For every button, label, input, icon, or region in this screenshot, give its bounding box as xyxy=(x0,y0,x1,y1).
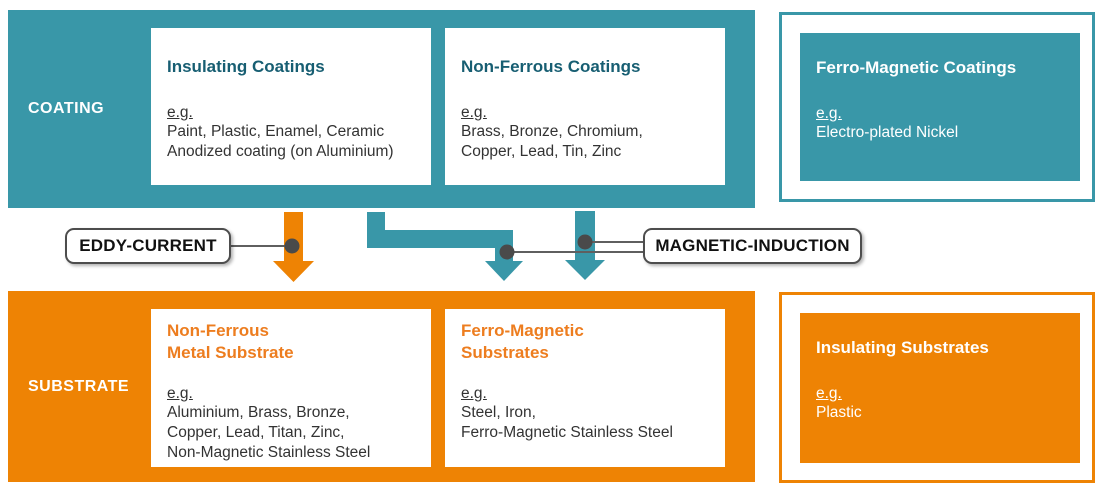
card-items: Paint, Plastic, Enamel, Ceramic Anodized… xyxy=(167,123,394,160)
coating-row-label: COATING xyxy=(28,100,105,117)
magnetic-induction-label: MAGNETIC-INDUCTION xyxy=(643,228,862,264)
magnetic-induction-straight-arrow-icon xyxy=(565,211,605,280)
insulating-coatings-card: Insulating Coatings e.g. Paint, Plastic,… xyxy=(151,28,431,185)
card-title: Ferro-Magnetic Substrates xyxy=(461,321,584,362)
card-title: Non-Ferrous Coatings xyxy=(461,57,641,76)
card-items: Steel, Iron, Ferro-Magnetic Stainless St… xyxy=(461,404,673,441)
ferro-magnetic-coatings-card: Ferro-Magnetic Coatings e.g. Electro-pla… xyxy=(800,33,1080,181)
non-ferrous-metal-substrate-card: Non-Ferrous Metal Substrate e.g. Alumini… xyxy=(151,309,431,467)
eg-label: e.g. xyxy=(816,385,842,402)
eddy-current-label: EDDY-CURRENT xyxy=(65,228,231,264)
substrate-section: SUBSTRATE Non-Ferrous Metal Substrate e.… xyxy=(8,291,755,482)
eg-label: e.g. xyxy=(167,385,193,402)
non-ferrous-coatings-card: Non-Ferrous Coatings e.g. Brass, Bronze,… xyxy=(445,28,725,185)
insulating-substrates-box: Insulating Substrates e.g. Plastic xyxy=(779,292,1095,483)
card-items: Aluminium, Brass, Bronze, Copper, Lead, … xyxy=(167,404,371,461)
coating-section: COATING Insulating Coatings e.g. Paint, … xyxy=(8,10,755,208)
eg-label: e.g. xyxy=(461,385,487,402)
magnetic-induction-elbow-arrow-icon xyxy=(367,212,523,281)
card-items: Plastic xyxy=(816,404,862,421)
card-items: Electro-plated Nickel xyxy=(816,124,959,141)
insulating-substrates-card: Insulating Substrates e.g. Plastic xyxy=(800,313,1080,463)
eddy-current-arrow-icon xyxy=(273,212,314,282)
eg-label: e.g. xyxy=(816,105,842,122)
ferro-magnetic-coatings-box: Ferro-Magnetic Coatings e.g. Electro-pla… xyxy=(779,12,1095,202)
eg-label: e.g. xyxy=(167,104,193,121)
card-title: Insulating Substrates xyxy=(816,338,989,357)
connector-dot xyxy=(499,244,515,260)
ferro-magnetic-substrates-card: Ferro-Magnetic Substrates e.g. Steel, Ir… xyxy=(445,309,725,467)
eg-label: e.g. xyxy=(461,104,487,121)
card-items: Brass, Bronze, Chromium, Copper, Lead, T… xyxy=(461,123,643,160)
card-title: Non-Ferrous Metal Substrate xyxy=(167,321,294,362)
substrate-row-label: SUBSTRATE xyxy=(28,377,130,395)
connector-dot xyxy=(284,238,300,254)
card-title: Ferro-Magnetic Coatings xyxy=(816,58,1017,77)
card-title: Insulating Coatings xyxy=(167,57,325,76)
connector-dot xyxy=(577,234,593,250)
